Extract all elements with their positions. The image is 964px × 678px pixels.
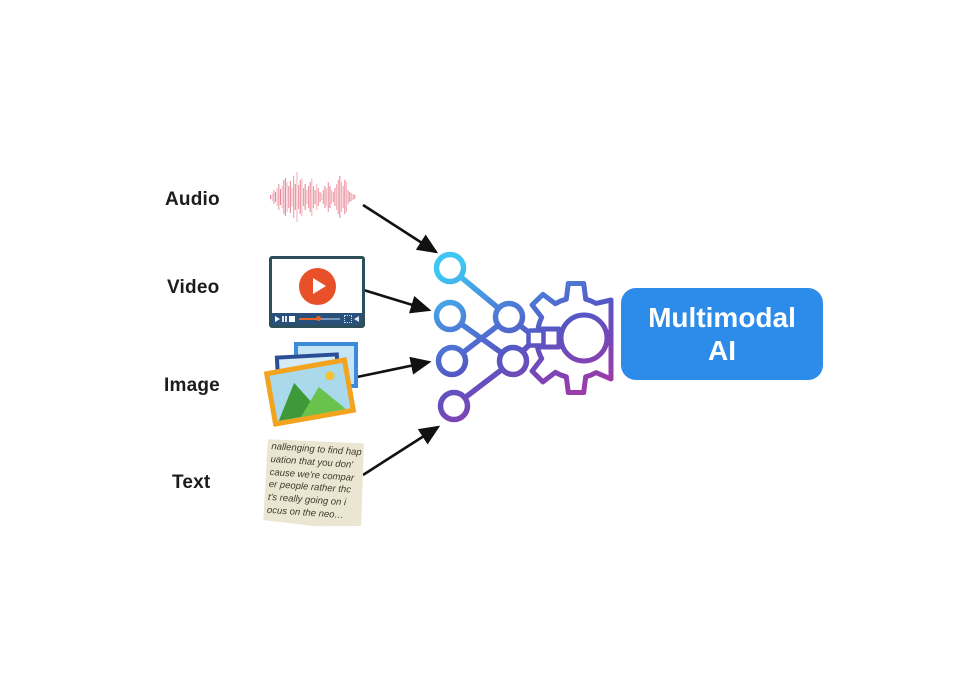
output-label-line2: AI bbox=[708, 335, 736, 366]
mini-pause-icon bbox=[282, 316, 287, 322]
text-snippet-icon: nallenging to find hap uation that you d… bbox=[260, 437, 367, 530]
input-label-image: Image bbox=[164, 375, 220, 396]
play-button-icon bbox=[298, 267, 336, 305]
input-label-text: Text bbox=[172, 472, 211, 493]
input-label-audio: Audio bbox=[165, 189, 220, 210]
mini-play-icon bbox=[275, 316, 280, 322]
video-progress-handle bbox=[316, 316, 322, 321]
node-image bbox=[435, 344, 469, 378]
node-audio bbox=[433, 251, 467, 285]
play-triangle-icon bbox=[312, 278, 326, 294]
video-screen bbox=[272, 259, 362, 313]
arrow-text bbox=[362, 425, 441, 477]
video-player-icon bbox=[269, 256, 365, 328]
input-arrows bbox=[356, 203, 441, 477]
video-control-bar bbox=[272, 313, 362, 325]
arrow-image bbox=[356, 356, 432, 379]
neural-network-gear-icon bbox=[433, 251, 614, 423]
gear-connector-square bbox=[526, 328, 546, 348]
output-label-line1: Multimodal bbox=[648, 302, 796, 333]
node-video bbox=[433, 299, 467, 333]
gear-icon bbox=[529, 281, 614, 395]
mini-stop-icon bbox=[289, 316, 295, 322]
video-progress-track bbox=[299, 316, 340, 321]
audio-waveform-icon bbox=[270, 172, 356, 222]
volume-icon bbox=[354, 316, 359, 322]
node-mid-1 bbox=[492, 300, 526, 334]
output-box: Multimodal AI bbox=[621, 288, 823, 380]
node-mid-2 bbox=[496, 344, 530, 378]
arrow-video bbox=[356, 286, 432, 314]
photo-stack-icon bbox=[263, 338, 362, 428]
input-label-video: Video bbox=[167, 277, 220, 298]
video-progress-bar bbox=[299, 318, 318, 320]
node-text bbox=[437, 389, 471, 423]
arrow-audio bbox=[362, 203, 439, 254]
fullscreen-icon bbox=[344, 315, 352, 323]
sun-icon bbox=[324, 370, 335, 381]
gear-inner-hole bbox=[558, 312, 610, 364]
